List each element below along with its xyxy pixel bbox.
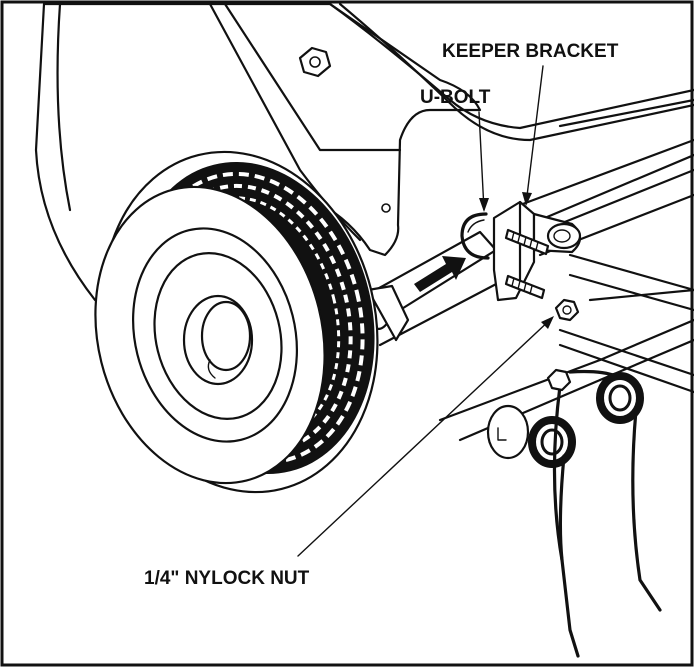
tine-springs (528, 368, 662, 658)
u-bolt-label: U-BOLT (420, 87, 491, 108)
keeper-bracket (492, 200, 582, 302)
housing-hex-nut (298, 46, 332, 78)
frame-tubes (438, 138, 694, 442)
callout-leaders (297, 65, 554, 557)
u-bolt-threads (504, 228, 550, 300)
keeper-bracket-label: KEEPER BRACKET (442, 41, 619, 62)
nylock-nut-label: 1/4" NYLOCK NUT (144, 568, 310, 589)
direction-arrow (414, 256, 466, 292)
wheel (94, 150, 379, 494)
u-bolt (460, 212, 490, 260)
tine-bar-end (486, 404, 530, 460)
nylock-nut (554, 298, 580, 322)
